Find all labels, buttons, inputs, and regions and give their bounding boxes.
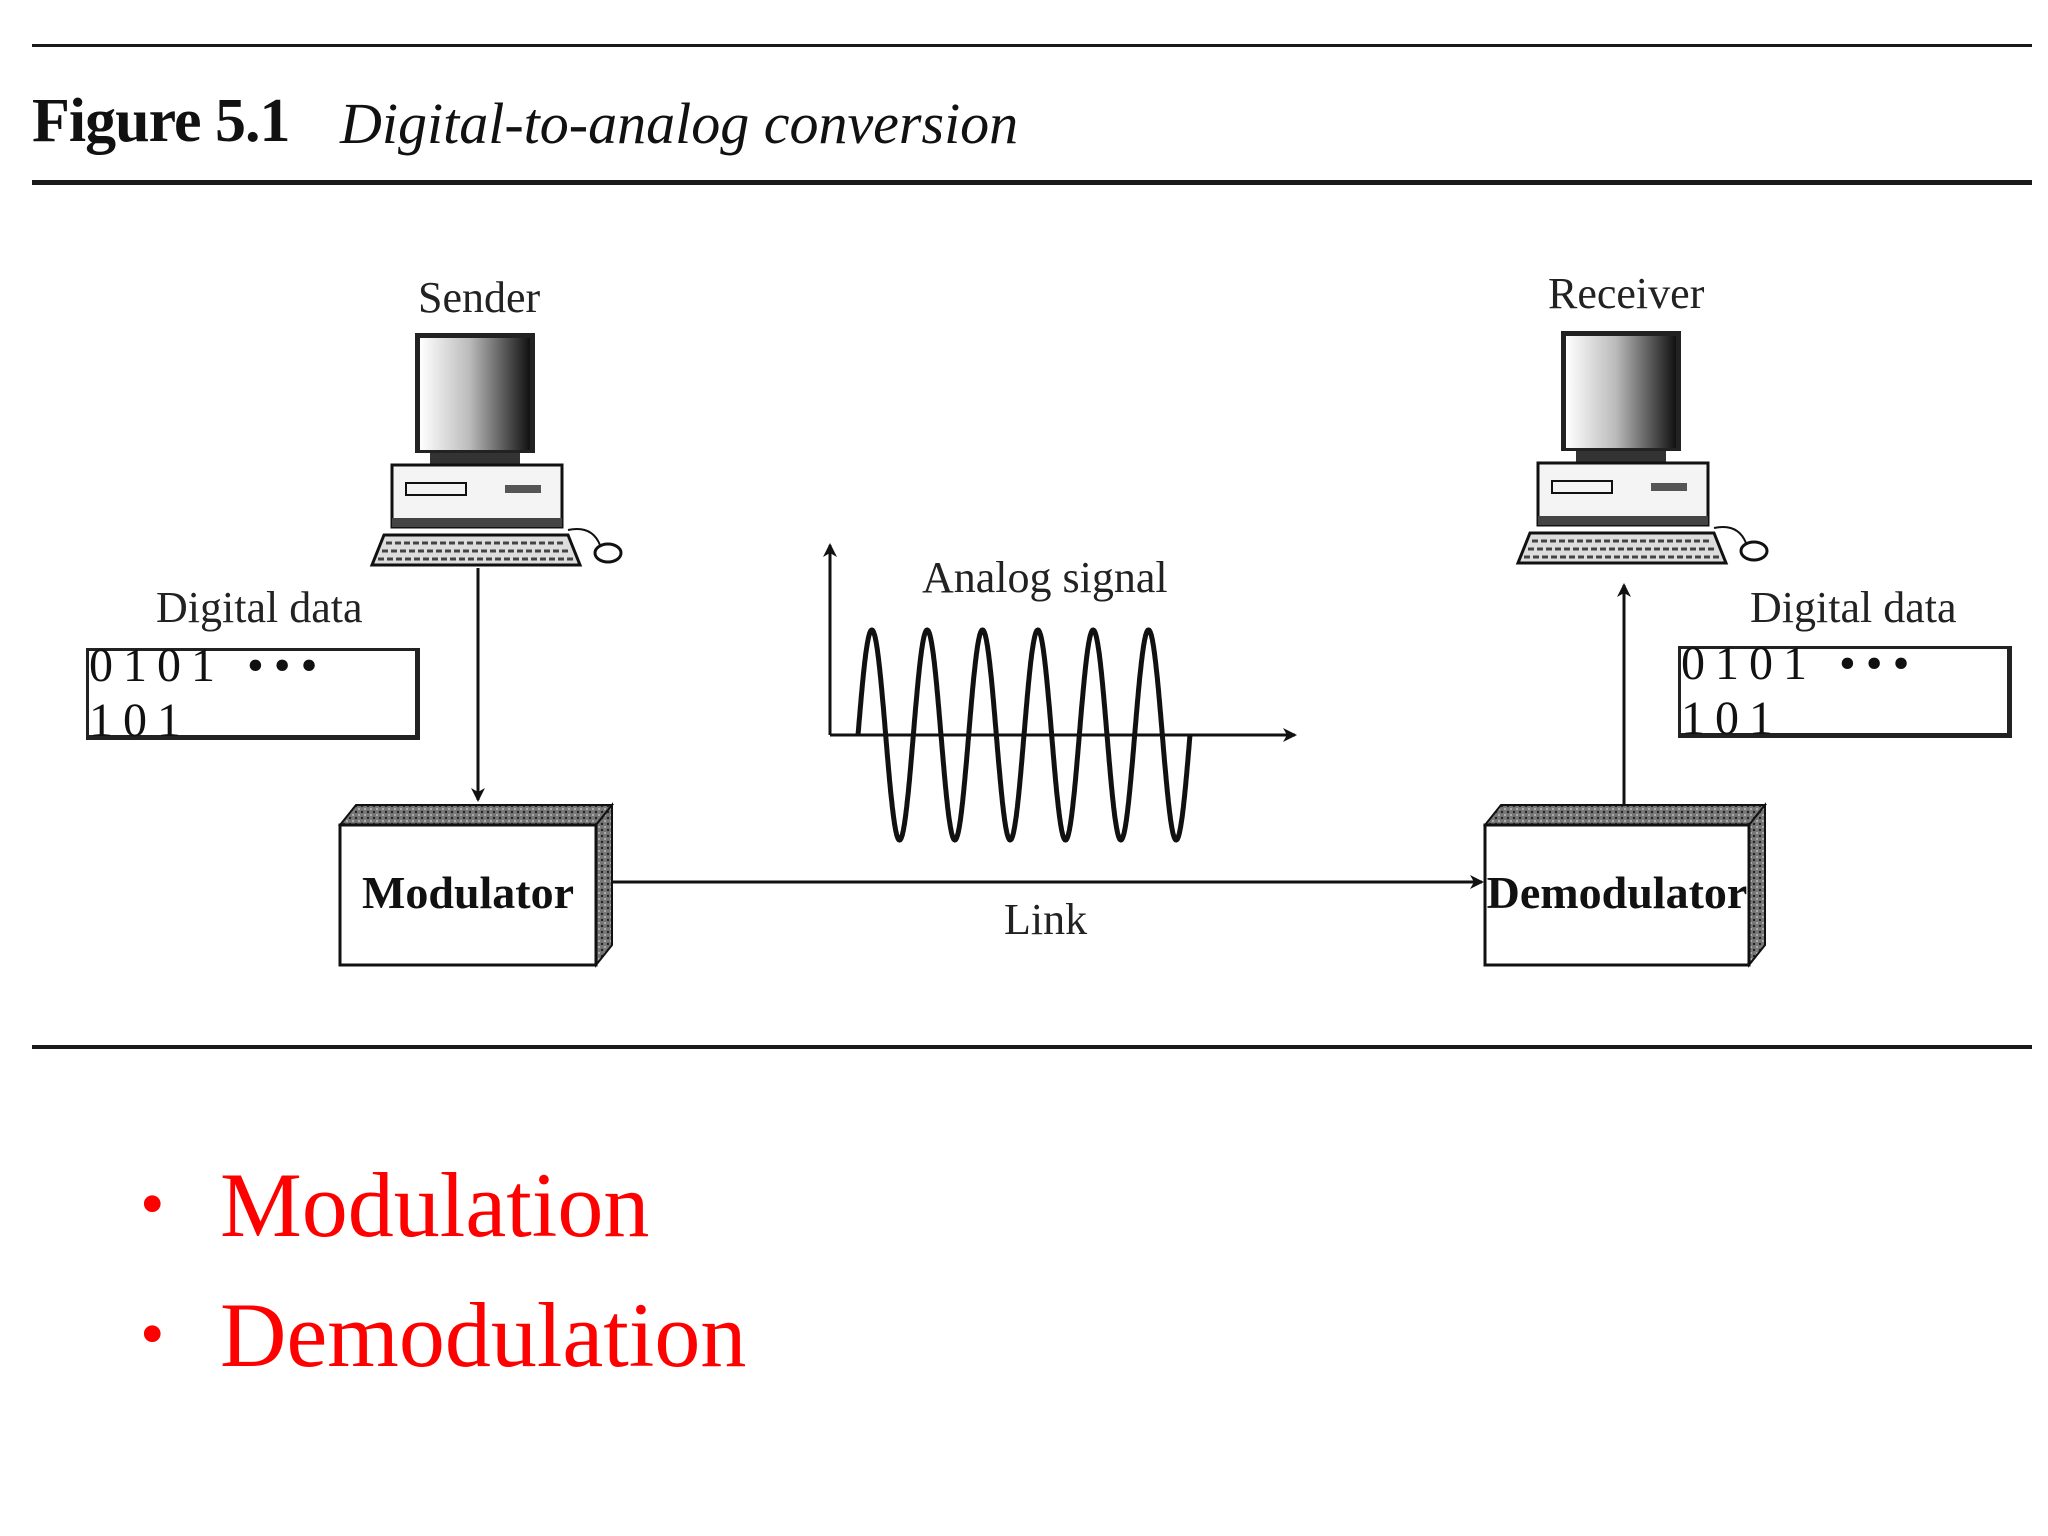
figure-number: Figure 5.1 xyxy=(32,87,290,155)
caption-rule xyxy=(32,180,2032,185)
analog-signal-label: Analog signal xyxy=(922,553,1168,602)
receiver-digital-data-label: Digital data xyxy=(1750,583,1957,632)
receiver-computer-icon xyxy=(1515,331,1769,565)
sender-computer-icon xyxy=(369,333,623,567)
modulator-box xyxy=(337,802,615,968)
demodulator-label: Demodulator xyxy=(1486,867,1748,918)
link-label: Link xyxy=(1004,895,1088,944)
bullet-icon: • xyxy=(140,1296,165,1373)
diagram xyxy=(337,331,1769,968)
modulator-label: Modulator xyxy=(361,867,575,918)
bullet-icon: • xyxy=(140,1166,165,1243)
receiver-digital-data-box: 0101 ••• 101 xyxy=(1678,637,2012,745)
sender-digital-data-label: Digital data xyxy=(156,583,363,632)
figure-caption: Digital-to-analog conversion xyxy=(340,91,1019,156)
receiver-label: Receiver xyxy=(1548,269,1705,318)
analog-signal-graph xyxy=(823,543,1297,843)
sine-wave-icon xyxy=(855,627,1193,843)
sender-label: Sender xyxy=(418,273,541,322)
bullet-text: Modulation xyxy=(220,1154,650,1256)
bottom-rule xyxy=(32,1045,2032,1049)
top-rule xyxy=(32,44,2032,47)
bullet-text: Demodulation xyxy=(220,1284,747,1386)
demodulator-box xyxy=(1482,802,1768,968)
bullet-item-demodulation: • Demodulation xyxy=(140,1270,746,1400)
sender-digital-data-box: 0101 ••• 101 xyxy=(86,639,420,747)
bullet-item-modulation: • Modulation xyxy=(140,1140,746,1270)
bullet-list: • Modulation • Demodulation xyxy=(140,1140,746,1400)
